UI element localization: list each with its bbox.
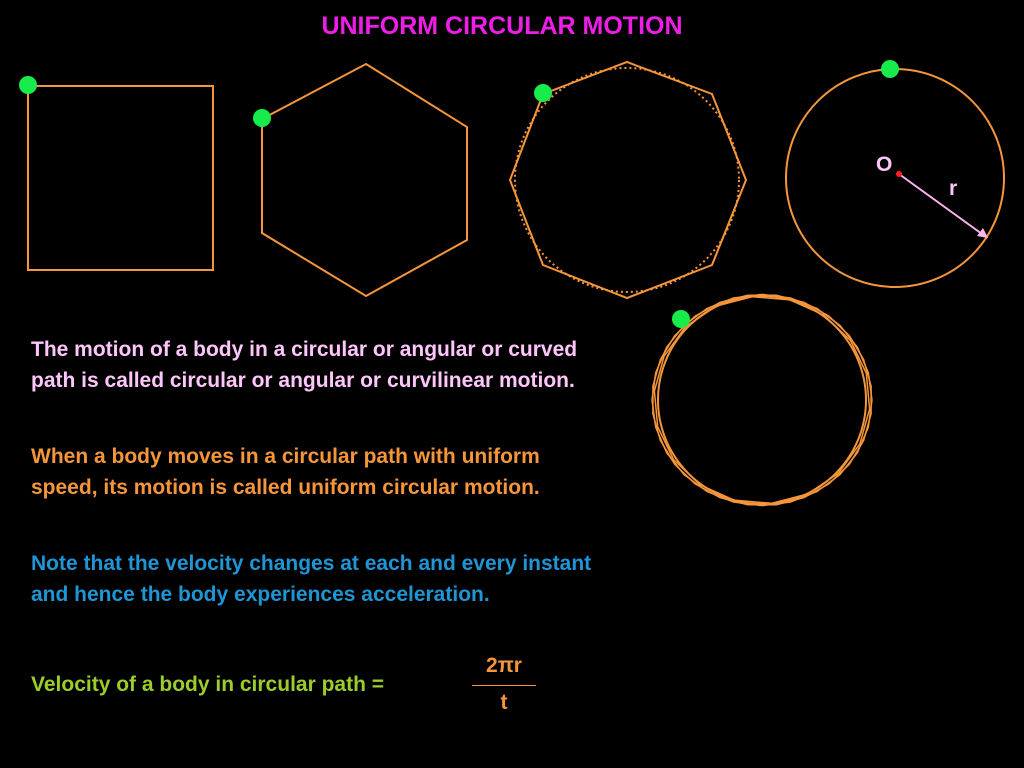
body-dot-square bbox=[19, 76, 37, 94]
radius-line bbox=[898, 173, 983, 235]
page-title: UNIFORM CIRCULAR MOTION bbox=[321, 12, 683, 40]
center-point bbox=[896, 171, 902, 177]
dotted-circle-path bbox=[514, 67, 740, 293]
fraction-numerator: 2πr bbox=[486, 654, 522, 677]
body-dot-octagon bbox=[534, 84, 552, 102]
radius-arrowhead bbox=[977, 228, 988, 238]
approximation-ring-2 bbox=[652, 294, 872, 506]
definition-paragraph: The motion of a body in a circular or an… bbox=[31, 338, 578, 392]
approximation-ring-1 bbox=[651, 293, 873, 507]
acceleration-note-paragraph: Note that the velocity changes at each a… bbox=[31, 552, 592, 606]
hexagon-path bbox=[261, 62, 468, 298]
uniform-motion-paragraph: When a body moves in a circular path wit… bbox=[31, 445, 540, 499]
fraction-bar bbox=[472, 685, 536, 686]
body-dot-circle bbox=[881, 60, 899, 78]
body-dot-approximation bbox=[672, 310, 690, 328]
square-path bbox=[27, 85, 214, 271]
octagon-path bbox=[508, 60, 748, 300]
velocity-formula-label: Velocity of a body in circular path = bbox=[31, 673, 385, 696]
approximation-inner-circle bbox=[657, 295, 867, 505]
polygon-approximation bbox=[651, 293, 873, 507]
center-label: O bbox=[876, 153, 892, 176]
velocity-fraction: 2πr t bbox=[472, 652, 536, 715]
radius-label: r bbox=[949, 177, 957, 200]
body-dot-hexagon bbox=[253, 109, 271, 127]
fraction-denominator: t bbox=[500, 691, 508, 714]
circular-path bbox=[785, 68, 1005, 288]
